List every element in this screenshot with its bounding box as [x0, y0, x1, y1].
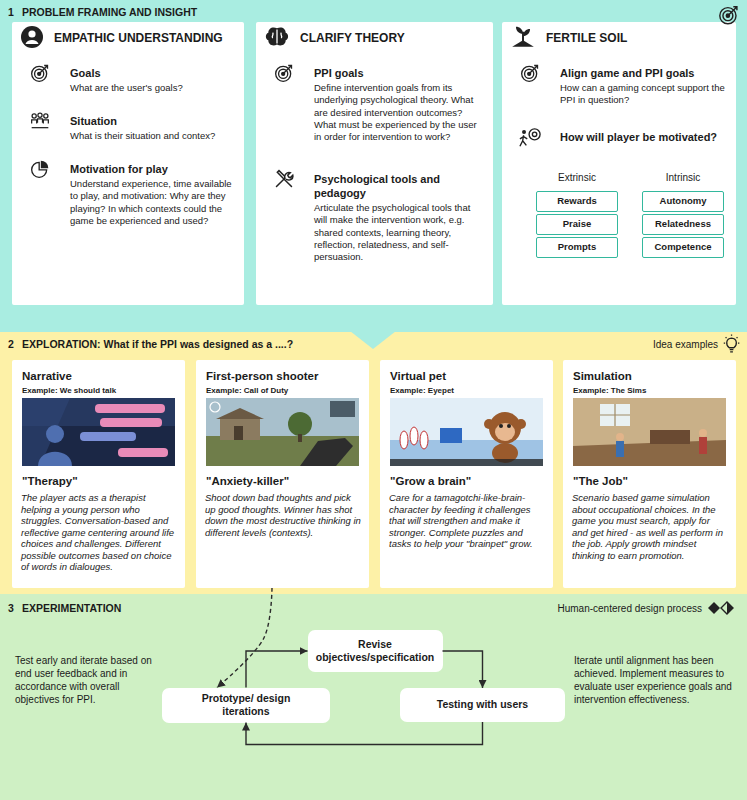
- example-label: Example: The Sims: [573, 386, 726, 396]
- item-body: Define intervention goals from its under…: [314, 82, 483, 144]
- motivator-label: Competence: [654, 241, 711, 253]
- item-title: How will player be motivated?: [560, 130, 726, 144]
- item-title: Psychological tools and pedagogy: [314, 172, 483, 200]
- item-title: Goals: [70, 66, 234, 80]
- section-band: EMPATHIC UNDERSTANDING GoalsWhat are the …: [0, 0, 747, 332]
- item-body: Articulate the psychological tools that …: [314, 202, 483, 264]
- process-step: Revise objectives/specification: [308, 630, 443, 672]
- idea-card: NarrativeExample: We should talk "Therapy…: [12, 360, 185, 588]
- step-label: Testing with users: [437, 698, 528, 711]
- panel-heading: CLARIFY THEORY: [300, 31, 486, 46]
- section-title: EXPLORATION: What if the PPI was designe…: [22, 338, 462, 351]
- framing-panel: RewardsPraisePrompts AutonomyRelatednessC…: [502, 22, 736, 305]
- idea-title: "Anxiety-killer": [206, 474, 359, 489]
- item-title: Situation: [70, 114, 234, 128]
- cycle-arrow: [246, 651, 308, 688]
- section-note: Idea examples: [560, 339, 718, 352]
- motivator-label: Relatedness: [655, 218, 711, 230]
- cycle-arrow: [246, 722, 483, 745]
- idea-card: Virtual petExample: Eyepet "Grow a brain"…: [380, 360, 553, 588]
- motivator-label: Prompts: [558, 241, 597, 253]
- panel-heading: EMPATHIC UNDERSTANDING: [54, 31, 240, 46]
- item-title: Motivation for play: [70, 162, 234, 176]
- card-title: First-person shooter: [206, 369, 359, 384]
- section-title: EXPERIMENTATION: [22, 602, 322, 615]
- item-title: Align game and PPI goals: [560, 66, 726, 80]
- card-title: Virtual pet: [390, 369, 543, 384]
- card-title: Simulation: [573, 369, 726, 384]
- step-label: Prototype/ design iterations: [201, 692, 291, 719]
- panel-heading: FERTILE SOIL: [546, 31, 732, 46]
- idea-card: First-person shooterExample: Call of Dut…: [196, 360, 369, 588]
- process-note: Iterate until alignment has been achieve…: [574, 654, 738, 706]
- section-note: Human-centered design process: [480, 603, 702, 616]
- item-body: What are the user's goals?: [70, 82, 234, 94]
- item-body: Understand experience, time available to…: [70, 178, 234, 227]
- idea-title: "Therapy": [22, 474, 175, 489]
- idea-description: Scenario based game simulation about occ…: [572, 492, 728, 561]
- process-step: Testing with users: [400, 688, 565, 722]
- example-label: Example: We should talk: [22, 386, 175, 396]
- idea-title: "The Job": [573, 474, 726, 489]
- idea-card: SimulationExample: The Sims "The Job" Scen…: [563, 360, 736, 588]
- item-body: What is their situation and contex?: [70, 130, 234, 142]
- motivator-label: Rewards: [557, 195, 597, 207]
- example-label: Example: Eyepet: [390, 386, 543, 396]
- motivator-box: Praise: [536, 214, 618, 235]
- motivator-box: Prompts: [536, 237, 618, 258]
- process-step: Prototype/ design iterations: [162, 688, 330, 723]
- motivator-label: Autonomy: [660, 195, 707, 207]
- example-label: Example: Call of Duty: [206, 386, 359, 396]
- idea-description: The player acts as a therapist helping a…: [21, 492, 177, 573]
- step-label: Revise objectives/specification: [308, 638, 443, 665]
- section-band: Revise objectives/specificationPrototype…: [0, 594, 747, 800]
- framing-panel: EMPATHIC UNDERSTANDING GoalsWhat are the …: [12, 22, 244, 305]
- section-band: NarrativeExample: We should talk "Therapy…: [0, 332, 747, 594]
- dashed-arrow: [217, 588, 272, 688]
- card-title: Narrative: [22, 369, 175, 384]
- section-title: PROBLEM FRAMING AND INSIGHT: [22, 6, 442, 19]
- item-body: How can a gaming concept support the PPI…: [560, 82, 726, 107]
- section-number: 1: [8, 6, 22, 19]
- framing-panel: CLARIFY THEORY PPI goalsDefine interventi…: [256, 22, 493, 305]
- cycle-arrow: [443, 651, 483, 688]
- idea-title: "Grow a brain": [390, 474, 543, 489]
- motivator-box: Relatedness: [642, 214, 724, 235]
- column-heading: Extrinsic: [536, 172, 618, 185]
- motivator-label: Praise: [563, 218, 592, 230]
- motivator-box: Autonomy: [642, 191, 724, 212]
- idea-description: Shoot down bad thoughts and pick up good…: [205, 492, 361, 538]
- section-number: 3: [8, 602, 22, 615]
- motivator-box: Competence: [642, 237, 724, 258]
- motivator-box: Rewards: [536, 191, 618, 212]
- process-note: Test early and iterate based on end user…: [15, 654, 155, 706]
- column-heading: Intrinsic: [642, 172, 724, 185]
- idea-description: Care for a tamagotchi-like-brain-charact…: [389, 492, 545, 550]
- section-number: 2: [8, 338, 22, 351]
- item-title: PPI goals: [314, 66, 483, 80]
